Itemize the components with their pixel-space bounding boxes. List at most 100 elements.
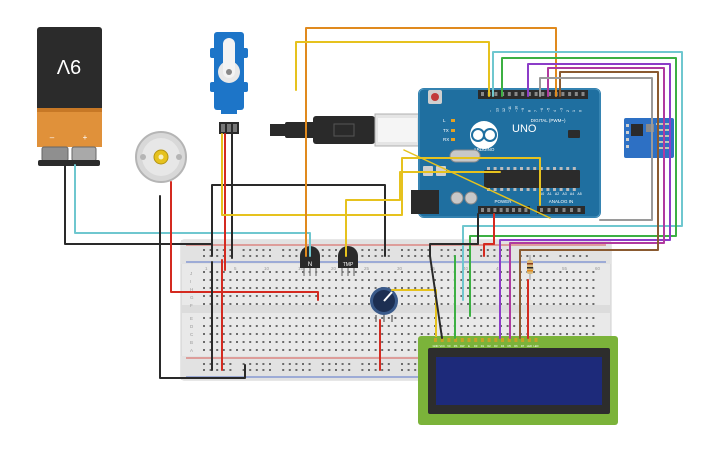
breadboard-hole[interactable] xyxy=(315,295,318,297)
breadboard-hole[interactable] xyxy=(394,279,397,281)
breadboard-hole[interactable] xyxy=(255,271,258,273)
rail-hole[interactable] xyxy=(262,369,265,371)
breadboard-hole[interactable] xyxy=(539,271,542,273)
digital-pin[interactable] xyxy=(521,92,525,96)
breadboard-hole[interactable] xyxy=(249,341,252,343)
breadboard-hole[interactable] xyxy=(480,317,483,319)
breadboard-hole[interactable] xyxy=(295,303,298,305)
breadboard-hole[interactable] xyxy=(394,271,397,273)
breadboard-hole[interactable] xyxy=(209,325,212,327)
breadboard-hole[interactable] xyxy=(354,333,357,335)
breadboard-hole[interactable] xyxy=(308,287,311,289)
breadboard-hole[interactable] xyxy=(585,317,588,319)
breadboard-hole[interactable] xyxy=(275,271,278,273)
breadboard-hole[interactable] xyxy=(282,271,285,273)
digital-pin[interactable] xyxy=(481,92,484,96)
battery-9v[interactable]: 9V – + xyxy=(37,27,102,166)
breadboard-hole[interactable] xyxy=(579,295,582,297)
breadboard-hole[interactable] xyxy=(354,341,357,343)
breadboard-hole[interactable] xyxy=(288,295,291,297)
breadboard-hole[interactable] xyxy=(407,279,410,281)
breadboard-hole[interactable] xyxy=(533,287,535,289)
lcd-pin[interactable] xyxy=(501,338,504,342)
rail-hole[interactable] xyxy=(321,255,324,257)
breadboard-hole[interactable] xyxy=(546,295,549,297)
breadboard-hole[interactable] xyxy=(216,279,219,281)
rail-hole[interactable] xyxy=(249,369,252,371)
rail-hole[interactable] xyxy=(480,249,483,251)
breadboard-hole[interactable] xyxy=(546,317,549,319)
breadboard-hole[interactable] xyxy=(255,317,258,319)
breadboard-hole[interactable] xyxy=(203,287,205,289)
breadboard-hole[interactable] xyxy=(552,279,555,281)
breadboard-hole[interactable] xyxy=(546,287,549,289)
breadboard-hole[interactable] xyxy=(269,271,271,273)
rail-hole[interactable] xyxy=(255,363,258,365)
breadboard-hole[interactable] xyxy=(269,349,271,351)
breadboard-hole[interactable] xyxy=(539,279,542,281)
breadboard-hole[interactable] xyxy=(493,271,496,273)
breadboard-hole[interactable] xyxy=(486,325,489,327)
breadboard-hole[interactable] xyxy=(506,325,509,327)
rail-hole[interactable] xyxy=(387,363,390,365)
breadboard-hole[interactable] xyxy=(222,325,225,327)
breadboard-hole[interactable] xyxy=(374,271,377,273)
esp-pin[interactable] xyxy=(626,124,629,127)
resistor[interactable] xyxy=(527,255,533,280)
breadboard-hole[interactable] xyxy=(579,279,582,281)
breadboard-hole[interactable] xyxy=(236,303,238,305)
rail-hole[interactable] xyxy=(381,369,384,371)
breadboard-hole[interactable] xyxy=(493,317,496,319)
digital-pin[interactable] xyxy=(548,92,551,96)
breadboard-hole[interactable] xyxy=(559,287,562,289)
breadboard-hole[interactable] xyxy=(321,325,324,327)
breadboard-hole[interactable] xyxy=(368,287,370,289)
breadboard-hole[interactable] xyxy=(229,303,232,305)
breadboard-hole[interactable] xyxy=(368,349,370,351)
breadboard-hole[interactable] xyxy=(447,279,450,281)
breadboard-hole[interactable] xyxy=(348,317,351,319)
breadboard-hole[interactable] xyxy=(579,271,582,273)
breadboard-hole[interactable] xyxy=(361,325,364,327)
breadboard-hole[interactable] xyxy=(354,287,357,289)
breadboard-hole[interactable] xyxy=(269,279,271,281)
rail-hole[interactable] xyxy=(387,255,390,257)
breadboard-hole[interactable] xyxy=(401,271,403,273)
breadboard-hole[interactable] xyxy=(288,341,291,343)
breadboard-hole[interactable] xyxy=(262,341,265,343)
rail-hole[interactable] xyxy=(341,369,344,371)
breadboard-hole[interactable] xyxy=(328,349,331,351)
breadboard-hole[interactable] xyxy=(269,295,271,297)
rail-hole[interactable] xyxy=(427,249,430,251)
breadboard-hole[interactable] xyxy=(374,287,377,289)
rail-hole[interactable] xyxy=(288,363,291,365)
breadboard-hole[interactable] xyxy=(579,317,582,319)
breadboard-hole[interactable] xyxy=(308,279,311,281)
breadboard-hole[interactable] xyxy=(539,295,542,297)
breadboard-hole[interactable] xyxy=(249,325,252,327)
rail-hole[interactable] xyxy=(414,369,417,371)
breadboard-hole[interactable] xyxy=(335,349,337,351)
rail-hole[interactable] xyxy=(368,363,370,365)
breadboard-hole[interactable] xyxy=(249,287,252,289)
breadboard-hole[interactable] xyxy=(321,333,324,335)
breadboard-hole[interactable] xyxy=(533,295,535,297)
breadboard-hole[interactable] xyxy=(288,325,291,327)
breadboard-hole[interactable] xyxy=(552,317,555,319)
breadboard-hole[interactable] xyxy=(354,349,357,351)
breadboard-hole[interactable] xyxy=(420,295,423,297)
breadboard-hole[interactable] xyxy=(282,303,285,305)
breadboard-hole[interactable] xyxy=(275,279,278,281)
breadboard-hole[interactable] xyxy=(249,333,252,335)
breadboard-hole[interactable] xyxy=(566,325,568,327)
digital-pin[interactable] xyxy=(561,92,565,96)
breadboard-hole[interactable] xyxy=(368,303,370,305)
rail-hole[interactable] xyxy=(374,363,377,365)
breadboard-hole[interactable] xyxy=(242,349,245,351)
breadboard-hole[interactable] xyxy=(242,279,245,281)
breadboard-hole[interactable] xyxy=(282,295,285,297)
servo-motor[interactable] xyxy=(210,32,248,134)
rail-hole[interactable] xyxy=(420,255,423,257)
breadboard-hole[interactable] xyxy=(275,341,278,343)
breadboard-hole[interactable] xyxy=(321,295,324,297)
